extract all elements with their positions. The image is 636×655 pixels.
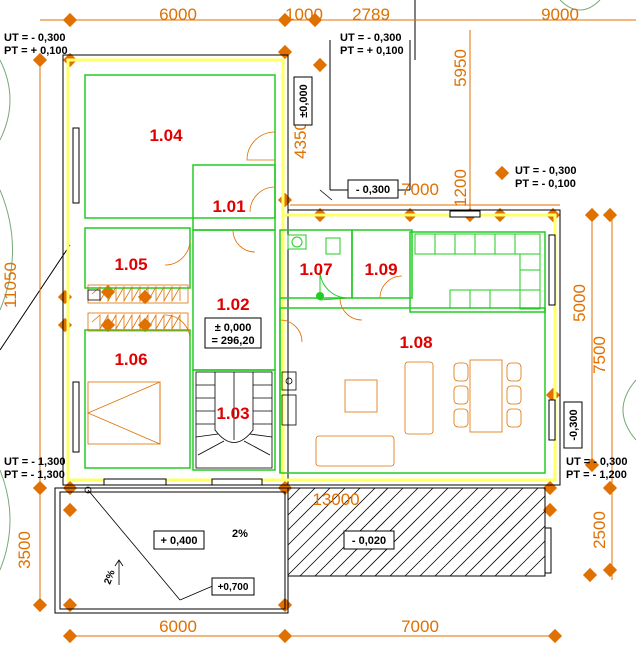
tree-arc-bottom-left xyxy=(0,469,11,571)
dim-right-2500: 2500 xyxy=(590,511,609,549)
outer-walls xyxy=(54,54,561,614)
room-label-109: 1.09 xyxy=(364,260,397,279)
room-label-108: 1.08 xyxy=(399,333,432,352)
dim-right-5000: 5000 xyxy=(570,284,589,322)
dim-bottom-7000: 7000 xyxy=(401,617,439,636)
room-label-101: 1.01 xyxy=(212,197,245,216)
dim-right-5950: 5950 xyxy=(451,49,470,87)
bathroom-fixtures xyxy=(287,234,349,301)
level-box-000-text: ±0,000 xyxy=(298,84,310,118)
tree-arc-top-right xyxy=(559,0,601,11)
level-ut-top-left: UT = - 0,300 xyxy=(4,32,65,44)
level-box-p0700: +0,700 xyxy=(211,577,255,596)
dim-left-11050: 11050 xyxy=(1,262,20,308)
inner-walls xyxy=(84,74,546,474)
tree-arc-mid-left xyxy=(0,189,13,311)
level-boxes: ±0,000 - 0,300 -0,300 ± 0,000 = 296,20 +… xyxy=(102,76,583,596)
level-ut-top-mid: UT = - 0,300 xyxy=(340,32,401,44)
room-label-106: 1.06 xyxy=(114,350,147,369)
tree-arc-right xyxy=(622,379,636,441)
living-furniture xyxy=(315,359,522,467)
level-box-floor-a: ± 0,000 xyxy=(215,322,252,334)
level-ut-right: UT = - 0,300 xyxy=(515,165,576,177)
shower-drain xyxy=(316,292,324,300)
slope-label-b: 2% xyxy=(102,569,117,586)
level-pt-bottom-right: PT = - 1,200 xyxy=(566,469,627,481)
tree-arc-top-left xyxy=(0,59,11,141)
slope-label-a: 2% xyxy=(232,528,248,540)
dim-top-2789: 2789 xyxy=(352,5,390,24)
level-box-p0400-text: + 0,400 xyxy=(160,535,197,547)
staircase xyxy=(195,371,273,469)
dim-top-6000: 6000 xyxy=(159,5,197,24)
room-labels: 1.04 1.01 1.05 1.02 1.07 1.09 1.06 1.08 … xyxy=(114,126,432,423)
bed xyxy=(86,381,161,445)
level-pt-bottom-left: PT = - 1,300 xyxy=(4,469,65,481)
level-box-floor: ± 0,000 = 296,20 xyxy=(204,317,262,349)
level-box-m0300-text: - 0,300 xyxy=(356,184,390,196)
dim-mid-1200: 1200 xyxy=(451,169,470,207)
dim-right-7500: 7500 xyxy=(590,336,609,374)
room-label-102: 1.02 xyxy=(216,295,249,314)
dimension-lines xyxy=(39,19,636,637)
dim-bottom-6000: 6000 xyxy=(159,617,197,636)
stove xyxy=(281,371,297,426)
level-box-m0020-text: - 0,020 xyxy=(352,535,386,547)
dim-mid-4350: 4350 xyxy=(291,121,310,159)
room-label-107: 1.07 xyxy=(299,260,332,279)
room-label-104: 1.04 xyxy=(149,126,183,145)
site-lines xyxy=(0,0,636,571)
level-box-m0020: - 0,020 xyxy=(343,530,395,550)
level-annotations: UT = - 0,300 PT = + 0,100 UT = - 0,300 P… xyxy=(4,32,627,481)
dim-top-1000: 1000 xyxy=(285,5,323,24)
level-box-p0700-text: +0,700 xyxy=(218,582,249,593)
dim-left-3500: 3500 xyxy=(15,531,34,569)
survey-line xyxy=(0,244,71,351)
level-box-m0300-v-text: -0,300 xyxy=(568,409,580,440)
level-box-m0300-vertical: -0,300 xyxy=(563,401,583,449)
kitchen-counter xyxy=(414,233,541,310)
room-label-103: 1.03 xyxy=(216,404,249,423)
level-ut-bottom-left: UT = - 1,300 xyxy=(4,456,65,468)
level-box-floor-b: = 296,20 xyxy=(211,335,254,347)
level-pt-top-left: PT = + 0,100 xyxy=(4,45,68,57)
dim-mid-7000: 7000 xyxy=(401,180,439,199)
windows xyxy=(72,127,556,574)
dim-top-9000: 9000 xyxy=(541,5,579,24)
level-ut-bottom-right: UT = - 0,300 xyxy=(566,456,627,468)
slope-arrows xyxy=(84,189,333,601)
room-label-105: 1.05 xyxy=(114,255,147,274)
boiler xyxy=(87,289,101,301)
doors xyxy=(164,131,403,343)
level-pt-right: PT = - 0,100 xyxy=(515,178,576,190)
level-box-000: ±0,000 xyxy=(293,76,313,126)
level-box-p0400: + 0,400 xyxy=(153,530,205,550)
level-box-m0300: - 0,300 xyxy=(347,179,399,199)
dim-terrace-13000: 13000 xyxy=(312,490,359,509)
level-pt-top-mid: PT = + 0,100 xyxy=(340,45,404,57)
dimension-ticks xyxy=(32,12,618,644)
dimension-labels: 6000 1000 2789 9000 5950 4350 7000 1200 … xyxy=(1,5,609,636)
